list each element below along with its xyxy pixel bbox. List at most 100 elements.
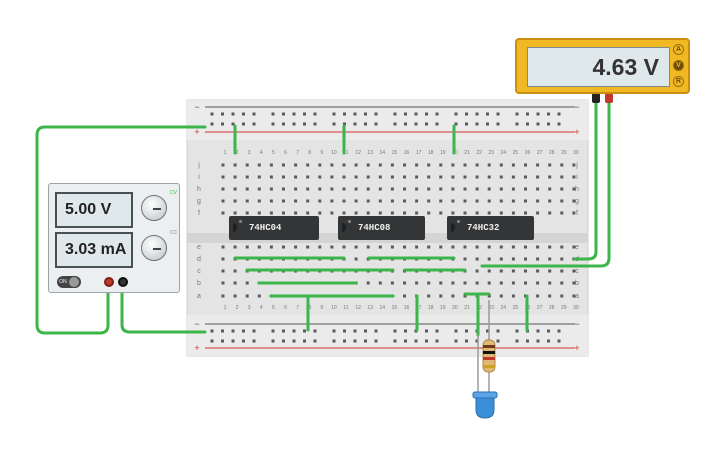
breadboard-hole[interactable] [378, 281, 382, 285]
breadboard-hole[interactable] [233, 269, 237, 273]
breadboard-hole[interactable] [318, 199, 322, 203]
breadboard-hole[interactable] [404, 329, 407, 333]
breadboard-hole[interactable] [511, 269, 515, 273]
breadboard-hole[interactable] [454, 112, 458, 116]
breadboard-hole[interactable] [393, 122, 397, 126]
breadboard-hole[interactable] [435, 339, 439, 343]
breadboard-hole[interactable] [536, 281, 540, 285]
breadboard-hole[interactable] [378, 245, 382, 249]
breadboard-hole[interactable] [343, 112, 346, 116]
breadboard-hole[interactable] [427, 281, 431, 285]
breadboard-hole[interactable] [342, 175, 346, 179]
breadboard-hole[interactable] [282, 199, 285, 203]
breadboard-hole[interactable] [303, 329, 306, 333]
breadboard-hole[interactable] [427, 187, 431, 191]
wire-ps-positive[interactable] [35, 125, 207, 335]
meter-probe-black[interactable] [592, 93, 600, 103]
breadboard-hole[interactable] [390, 281, 394, 285]
breadboard-hole[interactable] [343, 329, 346, 333]
breadboard-hole[interactable] [282, 211, 285, 215]
breadboard-hole[interactable] [425, 112, 428, 116]
breadboard-hole[interactable] [403, 175, 406, 179]
breadboard-hole[interactable] [330, 211, 334, 215]
breadboard-hole[interactable] [499, 187, 503, 191]
breadboard-hole[interactable] [294, 245, 298, 249]
breadboard-hole[interactable] [403, 211, 406, 215]
breadboard-hole[interactable] [378, 163, 382, 167]
breadboard-hole[interactable] [221, 245, 225, 249]
current-knob[interactable] [141, 235, 167, 261]
breadboard-hole[interactable] [233, 245, 237, 249]
chip-74hc08[interactable]: 74HC08 [338, 216, 425, 240]
breadboard-hole[interactable] [536, 245, 540, 249]
breadboard-hole[interactable] [354, 163, 358, 167]
breadboard-hole[interactable] [560, 269, 564, 273]
breadboard-hole[interactable] [451, 245, 455, 249]
breadboard-hole[interactable] [415, 187, 419, 191]
breadboard-hole[interactable] [463, 245, 467, 249]
breadboard-hole[interactable] [463, 163, 467, 167]
breadboard-hole[interactable] [231, 112, 235, 116]
breadboard-hole[interactable] [257, 175, 261, 179]
breadboard-hole[interactable] [560, 211, 564, 215]
breadboard-hole[interactable] [463, 199, 467, 203]
breadboard-hole[interactable] [242, 112, 245, 116]
breadboard-hole[interactable] [378, 187, 382, 191]
breadboard-hole[interactable] [282, 112, 285, 116]
breadboard-hole[interactable] [354, 175, 358, 179]
breadboard-hole[interactable] [294, 175, 298, 179]
breadboard-hole[interactable] [486, 329, 489, 333]
breadboard-hole[interactable] [306, 163, 310, 167]
breadboard-hole[interactable] [463, 211, 467, 215]
breadboard-hole[interactable] [403, 187, 406, 191]
breadboard-hole[interactable] [572, 163, 576, 167]
breadboard-hole[interactable] [393, 339, 397, 343]
breadboard-hole[interactable] [245, 294, 249, 298]
breadboard-hole[interactable] [415, 175, 419, 179]
breadboard-hole[interactable] [221, 112, 224, 116]
breadboard-hole[interactable] [536, 269, 540, 273]
breadboard-hole[interactable] [560, 257, 564, 261]
breadboard-hole[interactable] [465, 339, 468, 343]
breadboard-hole[interactable] [221, 122, 224, 126]
breadboard-hole[interactable] [393, 329, 397, 333]
breadboard-hole[interactable] [511, 163, 515, 167]
breadboard-hole[interactable] [515, 329, 519, 333]
breadboard-hole[interactable] [451, 175, 455, 179]
breadboard-hole[interactable] [475, 257, 479, 261]
breadboard-hole[interactable] [515, 339, 519, 343]
breadboard-hole[interactable] [499, 245, 503, 249]
negative-terminal[interactable] [118, 277, 128, 287]
breadboard-hole[interactable] [378, 211, 382, 215]
breadboard-hole[interactable] [366, 199, 370, 203]
breadboard-hole[interactable] [221, 269, 225, 273]
breadboard-hole[interactable] [439, 175, 443, 179]
breadboard-hole[interactable] [292, 122, 296, 126]
breadboard-hole[interactable] [475, 175, 479, 179]
breadboard-hole[interactable] [463, 187, 467, 191]
breadboard-hole[interactable] [257, 211, 261, 215]
breadboard-hole[interactable] [353, 122, 357, 126]
breadboard-hole[interactable] [233, 211, 237, 215]
breadboard-hole[interactable] [524, 211, 527, 215]
breadboard-hole[interactable] [366, 211, 370, 215]
breadboard-hole[interactable] [245, 163, 249, 167]
breadboard-hole[interactable] [221, 175, 225, 179]
breadboard-hole[interactable] [435, 122, 439, 126]
breadboard-hole[interactable] [282, 187, 285, 191]
breadboard-hole[interactable] [548, 211, 552, 215]
wires[interactable] [35, 99, 611, 337]
breadboard-hole[interactable] [425, 339, 428, 343]
breadboard-hole[interactable] [390, 187, 394, 191]
breadboard-hole[interactable] [499, 269, 503, 273]
breadboard-hole[interactable] [536, 112, 540, 116]
breadboard-hole[interactable] [536, 329, 540, 333]
breadboard-hole[interactable] [271, 112, 275, 116]
breadboard-hole[interactable] [374, 329, 378, 333]
breadboard-hole[interactable] [233, 294, 237, 298]
breadboard-hole[interactable] [499, 175, 503, 179]
breadboard-hole[interactable] [548, 175, 552, 179]
breadboard-hole[interactable] [451, 211, 455, 215]
breadboard-hole[interactable] [374, 122, 378, 126]
breadboard-hole[interactable] [536, 257, 540, 261]
